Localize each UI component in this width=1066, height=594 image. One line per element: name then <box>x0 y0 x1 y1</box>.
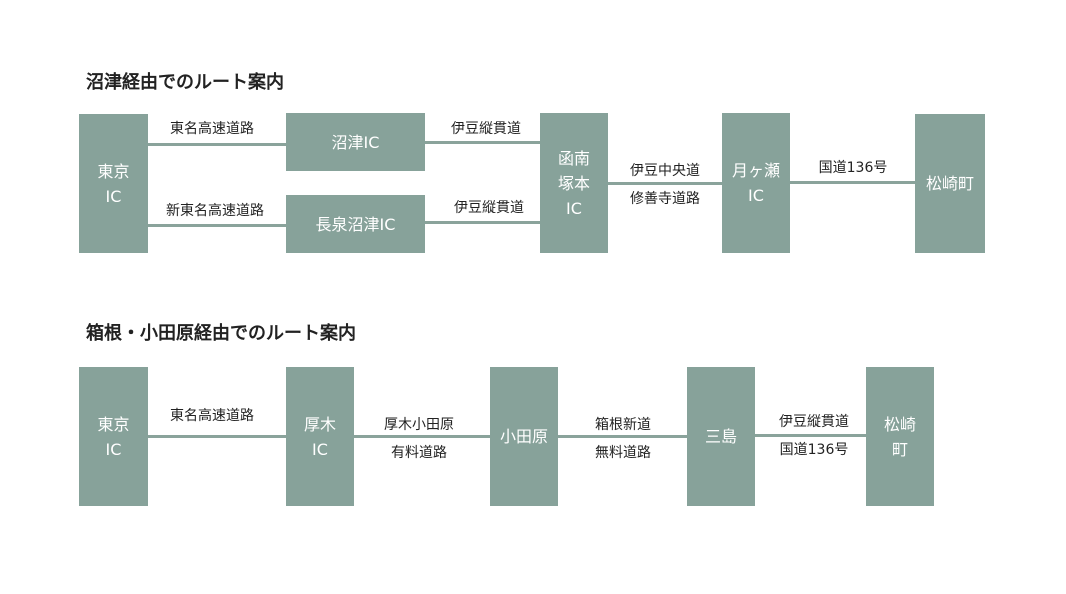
connector-line <box>148 435 287 438</box>
road-label-route136: 国道136号 <box>818 160 888 176</box>
route1-title: 沼津経由でのルート案内 <box>86 72 284 93</box>
connector-line <box>608 182 723 185</box>
node-tokyo-ic: 東京 IC <box>79 114 148 253</box>
connector-line <box>148 143 288 146</box>
connector-line <box>425 141 541 144</box>
connector-line <box>425 221 541 224</box>
connector-line <box>558 435 688 438</box>
node-nagaizumi-numazu-ic: 長泉沼津IC <box>286 195 425 253</box>
connector-line <box>148 224 288 227</box>
node-kannami-tsukamoto-ic: 函南 塚本 IC <box>540 113 608 253</box>
node-tsukigase-ic: 月ヶ瀬 IC <box>722 113 790 253</box>
node-atsugi-ic: 厚木 IC <box>286 367 354 506</box>
connector-line <box>354 435 491 438</box>
route2-title: 箱根・小田原経由でのルート案内 <box>86 323 356 344</box>
road-label-hakone-shindo: 箱根新道 無料道路 <box>595 417 651 461</box>
node-numazu-ic: 沼津IC <box>286 113 425 171</box>
connector-line <box>790 181 916 184</box>
road-label-tomei: 東名高速道路 <box>170 121 254 137</box>
road-label-izu-route136: 伊豆縦貫道 国道136号 <box>779 414 849 458</box>
connector-line <box>755 434 867 437</box>
road-label-shin-tomei: 新東名高速道路 <box>166 203 264 219</box>
node-matsuzaki: 松崎町 <box>915 114 985 253</box>
road-label-atsugi-odawara: 厚木小田原 有料道路 <box>384 417 454 461</box>
road-label-izu-chuo: 伊豆中央道 修善寺道路 <box>630 163 700 207</box>
node-matsuzaki: 松崎 町 <box>866 367 934 506</box>
road-label-izu-jukan: 伊豆縦貫道 <box>451 121 521 137</box>
road-label-tomei: 東名高速道路 <box>170 408 254 424</box>
road-label-izu-jukan: 伊豆縦貫道 <box>454 200 524 216</box>
node-odawara: 小田原 <box>490 367 558 506</box>
node-tokyo-ic: 東京 IC <box>79 367 148 506</box>
node-mishima: 三島 <box>687 367 755 506</box>
